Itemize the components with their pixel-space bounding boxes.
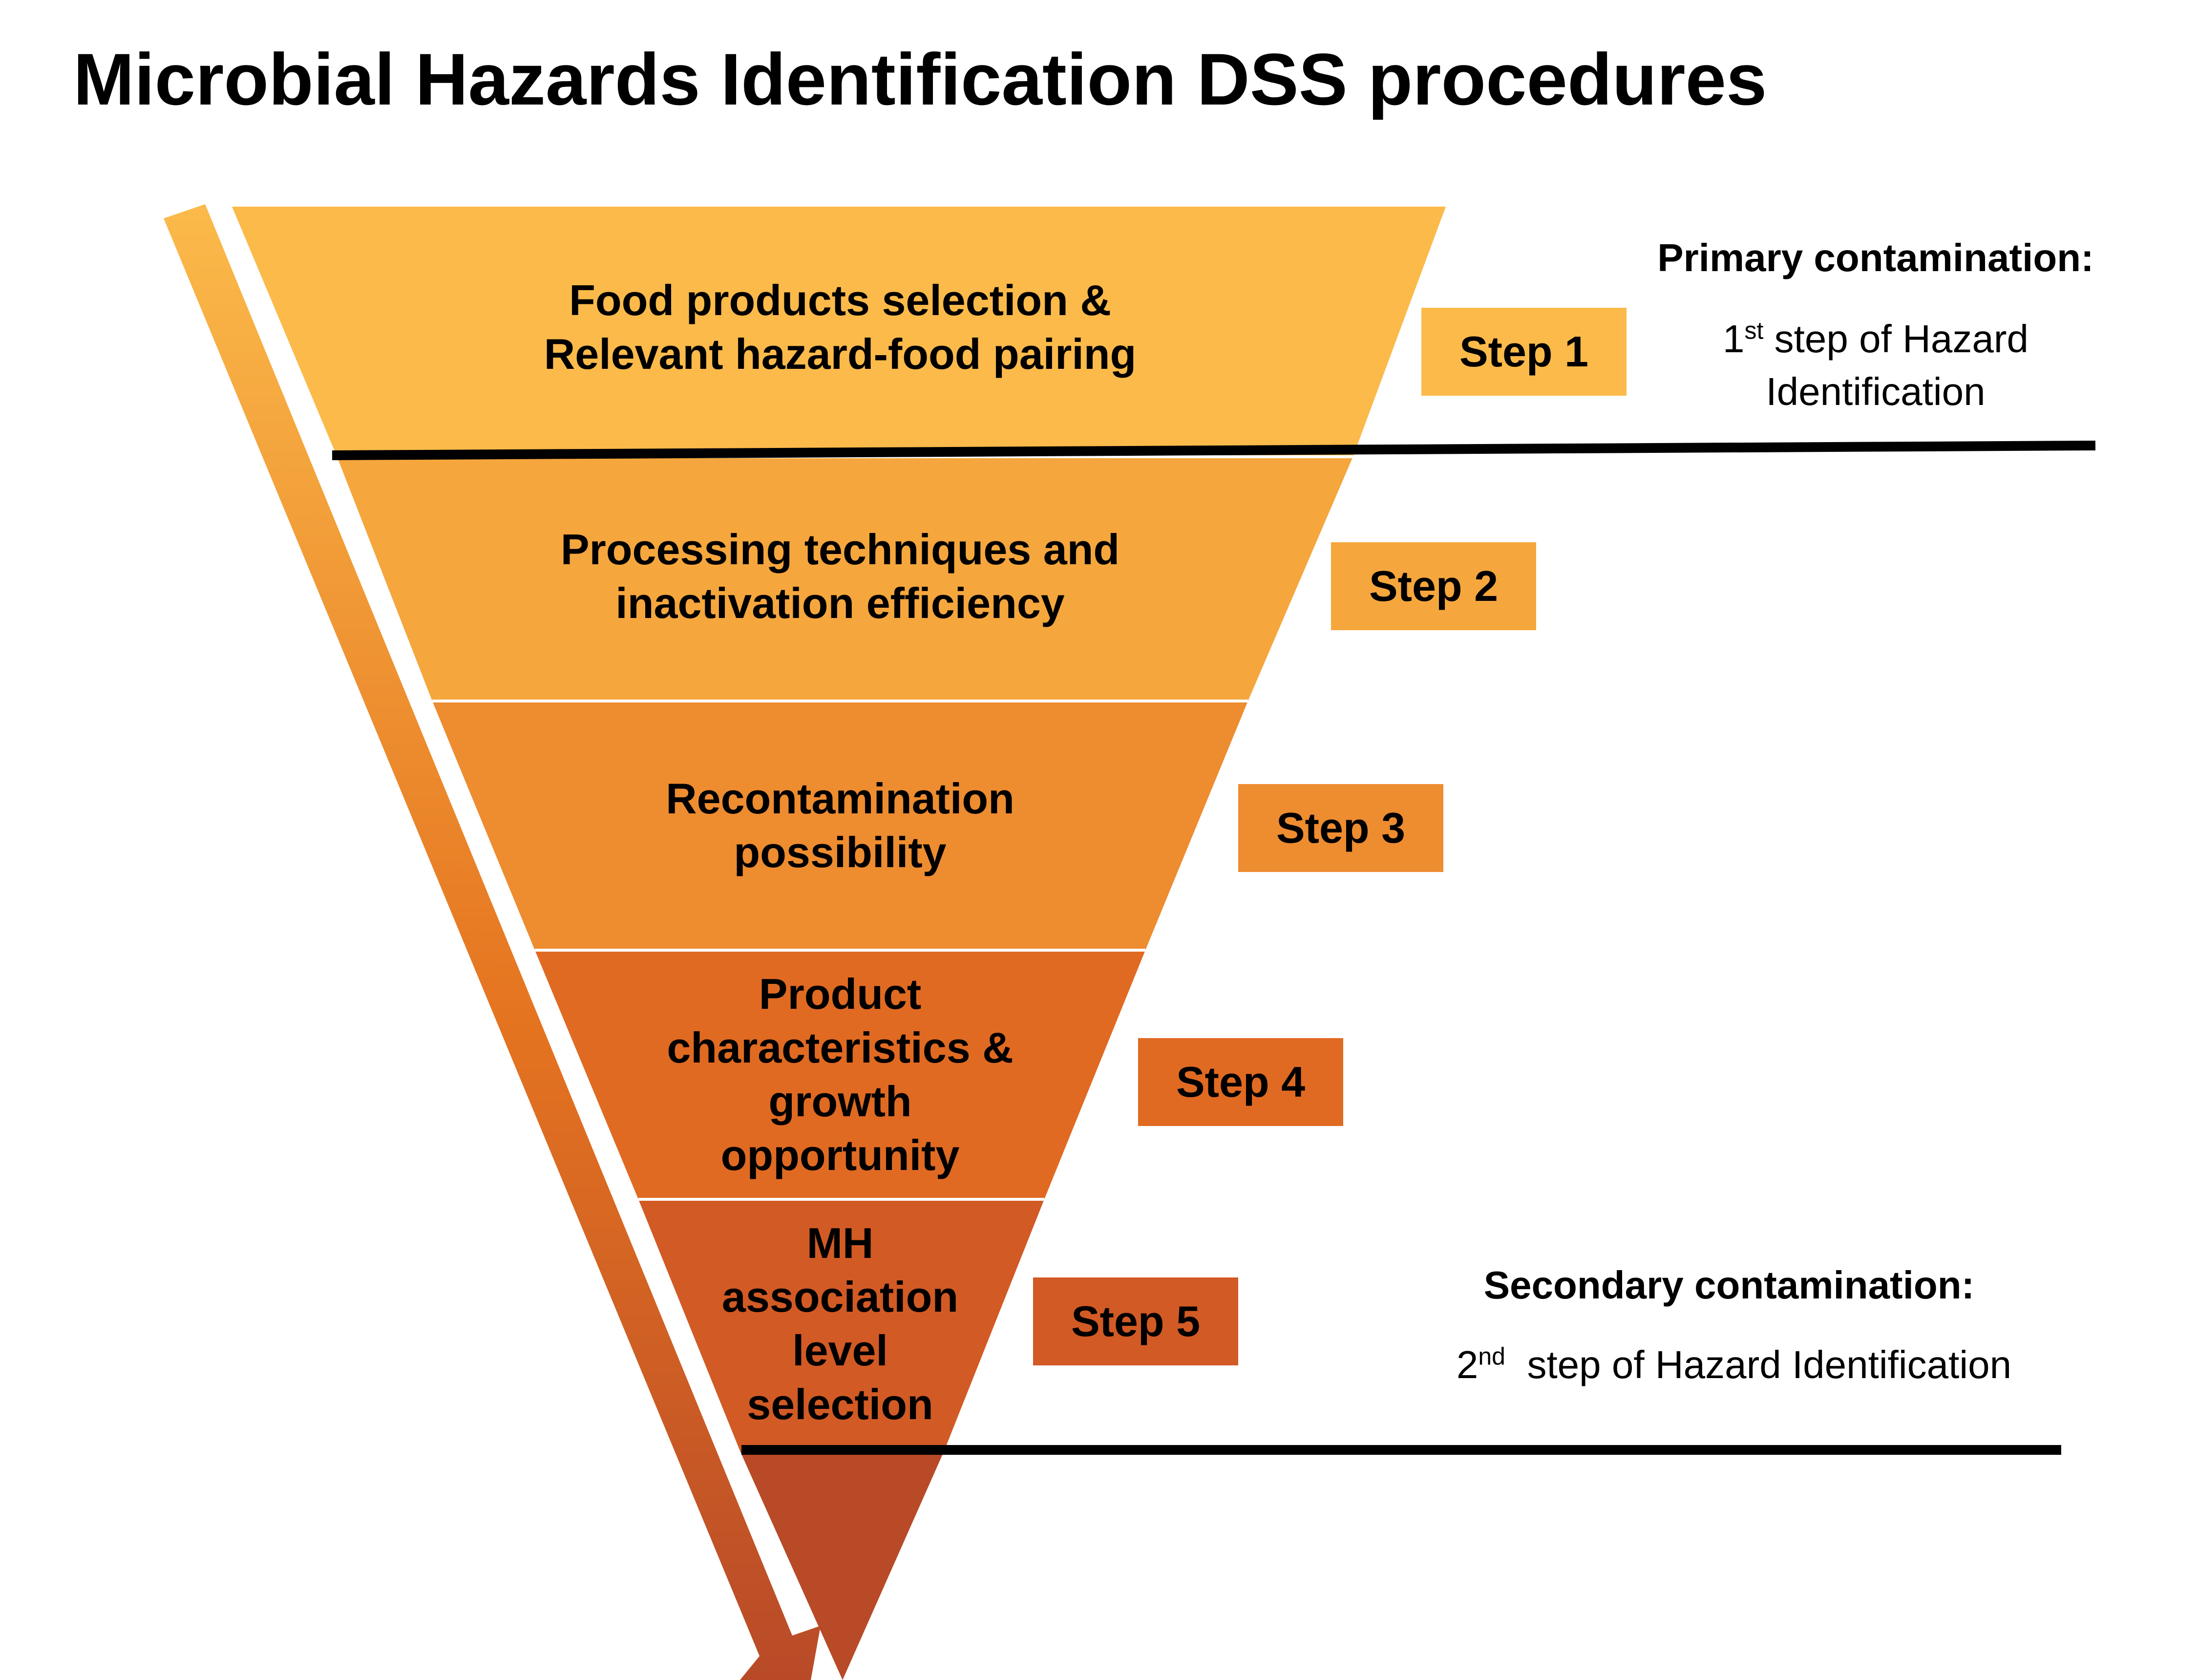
process-arrow [164,204,821,1680]
layer-5-label: MH association level selection [721,1219,959,1428]
primary-text-line1: step of Hazard [1763,317,2028,361]
funnel-layer-2 [337,457,1353,701]
primary-contamination-text: 1st step of Hazard Identification [1651,313,2100,418]
layer-3-label: Recontamination possibility [666,774,1014,876]
primary-divider-line [332,441,2096,460]
secondary-text: step of Hazard Identification [1505,1343,2012,1386]
funnel-layer-4 [535,950,1145,1199]
funnel-layer-5 [638,1199,1044,1451]
layer-4-label: Product characteristics & growth opportu… [667,970,1014,1179]
step-5-box: Step 5 [1033,1277,1238,1365]
page-title: Microbial Hazards Identification DSS pro… [73,38,1767,120]
step-1-box: Step 1 [1421,308,1627,396]
secondary-ordinal-number: 2 [1456,1343,1479,1386]
primary-contamination-heading: Primary contamination: [1657,236,2094,279]
step-4-box: Step 4 [1138,1038,1343,1126]
step-2-box: Step 2 [1331,542,1536,630]
funnel-layer-3 [432,701,1248,950]
layer-2-label: Processing techniques and inactivation e… [560,525,1120,627]
primary-ordinal-number: 1 [1723,317,1745,361]
secondary-contamination-heading: Secondary contamination: [1483,1263,1975,1307]
primary-text-line2: Identification [1766,370,1986,413]
layer-1-label: Food products selection & Relevant hazar… [544,276,1137,378]
funnel-layer-1 [232,207,1446,457]
secondary-contamination-text: 2nd step of Hazard Identification [1416,1339,2051,1391]
primary-ordinal-suffix: st [1744,317,1764,344]
funnel-tip [740,1451,944,1680]
step-3-box: Step 3 [1238,784,1443,872]
secondary-ordinal-suffix: nd [1478,1342,1505,1370]
